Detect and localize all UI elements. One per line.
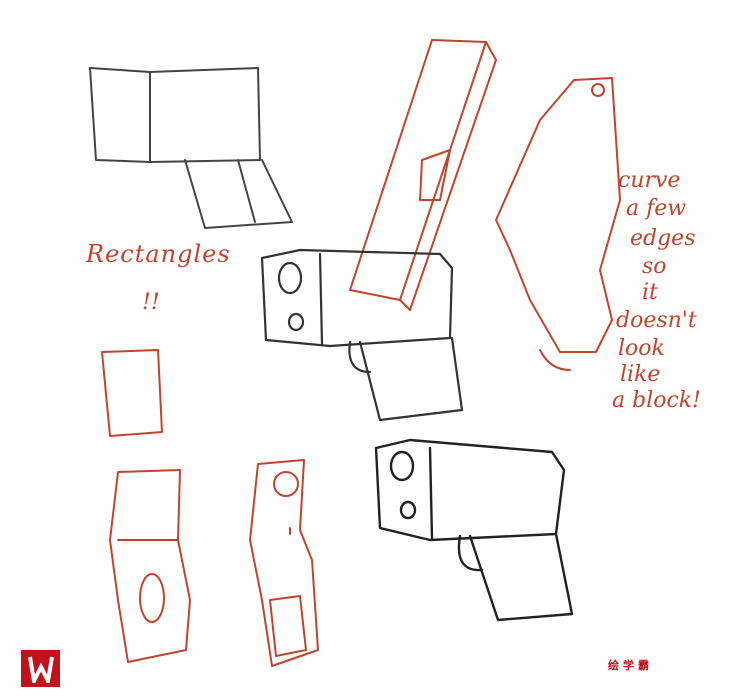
- note-line: doesn't: [616, 308, 697, 333]
- red-rectangles: [101, 349, 319, 667]
- pistol-sketch-1: [260, 248, 464, 422]
- note-line: a block!: [612, 388, 701, 413]
- w-logo-icon: [27, 656, 54, 683]
- brand-logo: [21, 650, 60, 687]
- brand-watermark: 绘学霸: [608, 659, 653, 672]
- note-line: edges: [630, 226, 696, 251]
- annotation-exclaim: !!: [142, 290, 160, 315]
- pistol-sketch-2: [374, 438, 574, 622]
- note-line: curve: [618, 168, 681, 193]
- red-slide-sketch: [349, 39, 621, 371]
- note-line: a few: [626, 196, 687, 221]
- note-line: it: [642, 280, 658, 305]
- curve-note: curve a few edges so it doesn't look lik…: [612, 170, 722, 412]
- black-block-sketch: [89, 67, 293, 229]
- annotation-rectangles: Rectangles: [86, 240, 231, 268]
- note-line: so: [642, 254, 667, 279]
- note-line: look: [618, 336, 665, 361]
- note-line: like: [620, 362, 661, 387]
